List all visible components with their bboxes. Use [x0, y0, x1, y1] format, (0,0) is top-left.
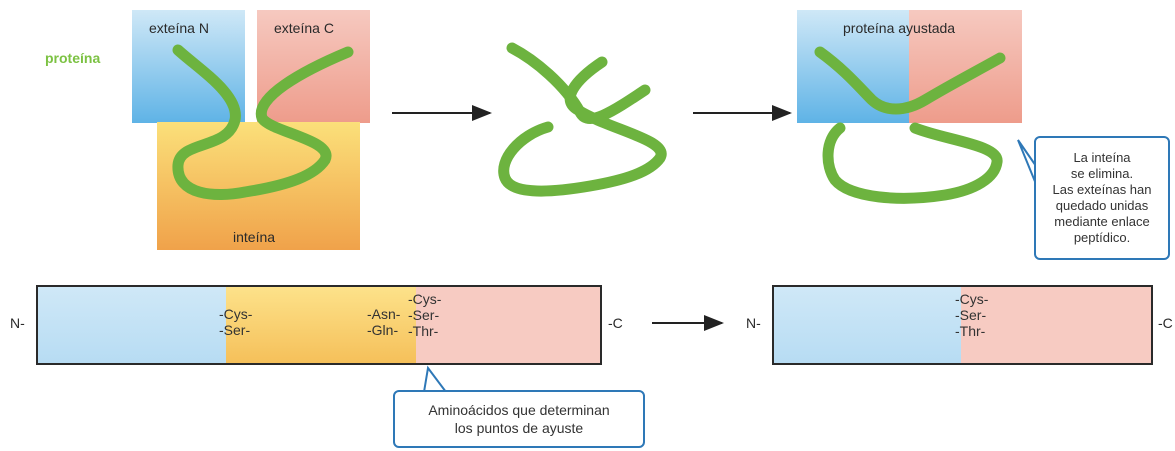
spliced-protein-label: proteína ayustada	[843, 20, 956, 36]
top-callout-tail	[1017, 139, 1037, 185]
right-bar-n-end: N-	[746, 315, 761, 331]
intein-end-residues: -Asn- -Gln-	[367, 306, 400, 338]
folded-protein-curve	[498, 42, 667, 197]
intein-segment	[226, 287, 416, 363]
intein-start-residues: -Cys- -Ser-	[219, 306, 252, 338]
residue: -Cys-	[955, 291, 989, 307]
callout-line: quedado unidas	[1055, 198, 1149, 213]
extein-c-label: exteína C	[274, 20, 334, 36]
c-extein-start-residues: -Cys- -Ser- -Thr-	[408, 291, 441, 339]
splice-sites-callout: Aminoácidos que determinan los puntos de…	[393, 390, 645, 448]
right-bar-c-end: -C	[1158, 315, 1173, 331]
residue: -Ser-	[955, 307, 987, 323]
left-bar-n-end: N-	[10, 315, 25, 331]
intein-label: inteína	[233, 229, 276, 245]
residue: -Ser-	[219, 322, 251, 338]
n-extein-segment	[774, 287, 961, 363]
callout-line: Las exteínas han	[1052, 182, 1152, 197]
precursor-protein-curve	[172, 44, 354, 200]
bottom-callout-tail	[423, 365, 447, 393]
residue: -Cys-	[408, 291, 442, 307]
c-extein-segment	[416, 287, 600, 363]
callout-line: los puntos de ayuste	[454, 420, 584, 436]
spliced-sequence-bar	[772, 285, 1153, 365]
spliced-protein-curve	[814, 46, 1006, 115]
n-extein-segment	[38, 287, 226, 363]
residue: -Thr-	[408, 323, 439, 339]
intein-removed-callout: La inteína se elimina. Las exteínas han …	[1034, 136, 1170, 260]
left-bar-c-end: -C	[608, 315, 623, 331]
callout-line: Aminoácidos que determinan	[428, 402, 610, 418]
extein-n-region	[132, 10, 245, 123]
residue: -Ser-	[408, 307, 440, 323]
released-intein-curve	[822, 122, 1003, 204]
c-extein-segment	[961, 287, 1151, 363]
residue: -Thr-	[955, 323, 986, 339]
residue: -Asn-	[367, 306, 401, 322]
protein-label: proteína	[45, 50, 101, 66]
callout-line: mediante enlace	[1054, 214, 1150, 229]
callout-line: La inteína	[1073, 150, 1131, 165]
callout-line: peptídico.	[1073, 230, 1131, 245]
precursor-sequence-bar	[36, 285, 602, 365]
callout-line: se elimina.	[1070, 166, 1134, 181]
residue: -Gln-	[367, 322, 399, 338]
extein-n-label: exteína N	[149, 20, 209, 36]
junction-residues: -Cys- -Ser- -Thr-	[955, 291, 988, 339]
residue: -Cys-	[219, 306, 253, 322]
